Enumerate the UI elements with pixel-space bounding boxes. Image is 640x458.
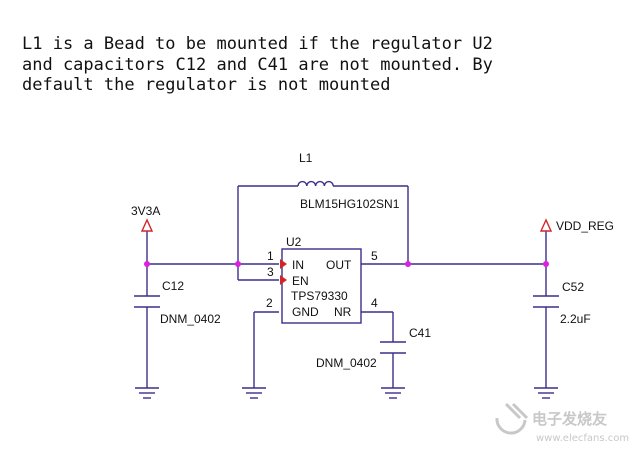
ic-pin-out-number: 5 bbox=[371, 249, 378, 263]
junctions bbox=[144, 261, 549, 267]
ground-symbol-c41 bbox=[381, 387, 405, 399]
c52-ref: C52 bbox=[562, 280, 584, 294]
ic-body bbox=[281, 248, 362, 324]
ic-pin-en-name: EN bbox=[292, 274, 309, 288]
pin-marker-icon bbox=[280, 259, 287, 269]
note-line-1: L1 is a Bead to be mounted if the regula… bbox=[22, 34, 493, 54]
inductor-l1: L1 BLM15HG102SN1 bbox=[297, 151, 400, 211]
ic-pin-gnd-name: GND bbox=[292, 305, 319, 319]
c41-value: DNM_0402 bbox=[316, 356, 377, 370]
inductor-coil-icon bbox=[297, 180, 334, 187]
capacitor-c52: C52 2.2uF bbox=[533, 280, 591, 326]
pin-marker-icon bbox=[280, 275, 287, 285]
note-line-2: and capacitors C12 and C41 are not mount… bbox=[22, 55, 493, 75]
ic-pin-en-number: 3 bbox=[267, 265, 274, 279]
junction-dot bbox=[144, 261, 150, 267]
ic-ref: U2 bbox=[286, 235, 302, 249]
capacitor-c41: C41 DNM_0402 bbox=[316, 326, 431, 370]
ic-pin-in-number: 1 bbox=[267, 249, 274, 263]
c12-ref: C12 bbox=[162, 279, 184, 293]
watermark-logo-icon bbox=[495, 402, 529, 435]
ic-pin-out-name: OUT bbox=[326, 258, 352, 272]
power-symbol-vdd-reg: VDD_REG bbox=[539, 218, 614, 233]
regulator-u2: U2 IN EN OUT TPS79330 GND NR 1 3 5 2 4 bbox=[266, 235, 378, 324]
capacitor-c12: C12 DNM_0402 bbox=[134, 279, 221, 326]
watermark-url: www.elecfans.com bbox=[536, 433, 629, 444]
power-arrow-icon bbox=[539, 218, 553, 232]
power-arrow-icon bbox=[140, 218, 154, 232]
inductor-ref: L1 bbox=[299, 151, 313, 165]
ic-pin-in-name: IN bbox=[292, 258, 304, 272]
junction-dot bbox=[235, 261, 241, 267]
c52-value: 2.2uF bbox=[560, 312, 591, 326]
c41-ref: C41 bbox=[409, 326, 431, 340]
junction-dot bbox=[405, 261, 411, 267]
net-label-vdd-reg: VDD_REG bbox=[556, 219, 614, 233]
c12-value: DNM_0402 bbox=[160, 312, 221, 326]
net-label-3v3a: 3V3A bbox=[131, 204, 160, 218]
wires bbox=[146, 185, 547, 388]
ic-pin-gnd-number: 2 bbox=[266, 296, 273, 310]
power-symbol-3v3a: 3V3A bbox=[131, 204, 160, 232]
inductor-value: BLM15HG102SN1 bbox=[300, 197, 400, 211]
ground-symbol-gnd bbox=[242, 387, 266, 399]
ic-part-number: TPS79330 bbox=[291, 289, 348, 303]
ic-pin-nr-number: 4 bbox=[371, 296, 378, 310]
junction-dot bbox=[543, 261, 549, 267]
ground-symbol-c52 bbox=[534, 387, 558, 399]
note-line-3: default the regulator is not mounted bbox=[22, 75, 390, 95]
watermark-brand: 电子发烧友 bbox=[532, 410, 607, 428]
watermark: 电子发烧友 www.elecfans.com bbox=[495, 402, 629, 444]
ic-pin-nr-name: NR bbox=[334, 305, 352, 319]
ground-symbol-c12 bbox=[135, 387, 159, 399]
